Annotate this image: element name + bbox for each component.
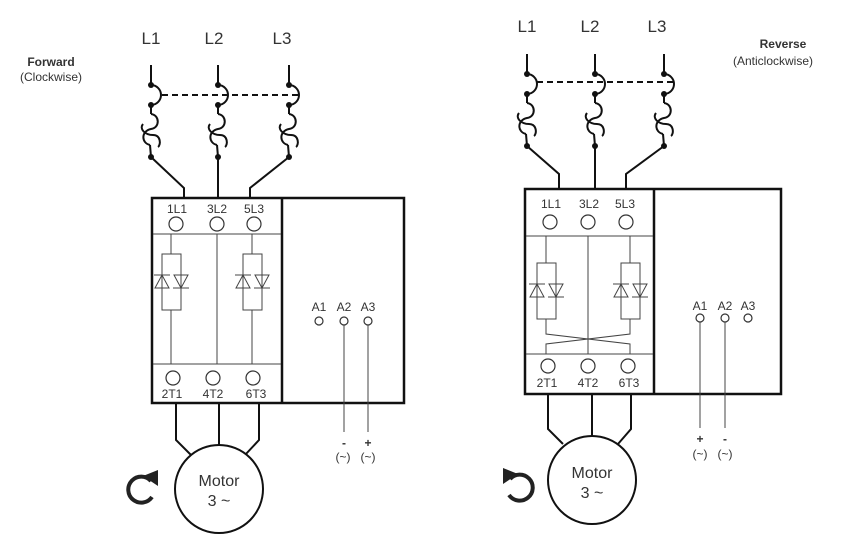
- line-label-l2: L2: [205, 29, 224, 48]
- terminal-a2-label: A2: [337, 300, 352, 314]
- line-label-l1: L1: [142, 29, 161, 48]
- terminal-2t1-label: 2T1: [537, 376, 558, 390]
- reverse-subtitle: (Anticlockwise): [733, 54, 813, 68]
- protection-l1: [140, 64, 162, 161]
- crossover-wire-2: [545, 319, 631, 354]
- protection-l2: [584, 53, 606, 150]
- terminal-6t3-label: 6T3: [246, 387, 267, 401]
- soft-starter-box: [150, 196, 406, 405]
- terminal-a1: [314, 316, 324, 326]
- reverse-title: Reverse: [760, 37, 807, 51]
- forward-subtitle: (Clockwise): [20, 70, 82, 84]
- terminal-5l3: [246, 216, 262, 232]
- terminal-6t3-label: 6T3: [619, 376, 640, 390]
- forward-diagram: Forward (Clockwise) L1 L2 L3 1L1 3L2 5L3: [20, 29, 406, 534]
- line-label-l3: L3: [648, 17, 667, 36]
- terminal-1l1-label: 1L1: [541, 197, 561, 211]
- polarity-a2: -: [723, 432, 727, 446]
- terminal-5l3-label: 5L3: [244, 202, 264, 216]
- thyristor-pair-l1: [528, 262, 565, 320]
- terminal-1l1: [542, 214, 558, 230]
- polarity-a3: +: [364, 436, 371, 450]
- thyristor-pair-l3: [612, 262, 649, 320]
- terminal-1l1-label: 1L1: [167, 202, 187, 216]
- terminal-a3-label: A3: [361, 300, 376, 314]
- terminal-a1-label: A1: [693, 299, 708, 313]
- feed-wire-l1: [526, 145, 560, 189]
- protection-l3: [278, 64, 300, 161]
- terminal-a2: [339, 316, 349, 326]
- ac-a3: (~): [361, 450, 376, 464]
- motor-label: Motor: [199, 473, 241, 490]
- terminal-4t2: [580, 358, 596, 374]
- motor-wire-w: [244, 403, 260, 456]
- thyristor-pair-l3: [234, 253, 271, 311]
- forward-title: Forward: [27, 55, 74, 69]
- terminal-a2-label: A2: [718, 299, 733, 313]
- thyristor-pair-l1: [153, 253, 190, 311]
- ac-a2: (~): [336, 450, 351, 464]
- terminal-3l2-label: 3L2: [579, 197, 599, 211]
- feed-wire-l3: [625, 145, 665, 189]
- terminal-a3-label: A3: [741, 299, 756, 313]
- terminal-1l1: [168, 216, 184, 232]
- terminal-4t2-label: 4T2: [203, 387, 224, 401]
- terminal-2t1: [165, 370, 181, 386]
- terminal-3l2-label: 3L2: [207, 202, 227, 216]
- terminal-a1-label: A1: [312, 300, 327, 314]
- terminal-a3: [363, 316, 373, 326]
- protection-l3: [653, 53, 675, 150]
- terminal-a3: [743, 313, 753, 323]
- terminal-2t1: [540, 358, 556, 374]
- motor-wire-u: [547, 394, 564, 445]
- terminal-3l2: [580, 214, 596, 230]
- terminal-4t2: [205, 370, 221, 386]
- motor-circle: [547, 435, 637, 525]
- line-label-l1: L1: [518, 17, 537, 36]
- line-label-l3: L3: [273, 29, 292, 48]
- terminal-6t3: [245, 370, 261, 386]
- rotate-clockwise-icon: [126, 470, 158, 505]
- feed-wire-l3: [249, 156, 290, 198]
- polarity-a2: -: [342, 436, 346, 450]
- protection-l1: [516, 53, 538, 150]
- terminal-5l3-label: 5L3: [615, 197, 635, 211]
- motor-wire-u: [175, 403, 192, 456]
- polarity-a1: +: [696, 432, 703, 446]
- terminal-5l3: [618, 214, 634, 230]
- motor-phase: 3 ~: [208, 493, 231, 510]
- terminal-3l2: [209, 216, 225, 232]
- feed-wire-l1: [150, 156, 185, 198]
- terminal-6t3: [620, 358, 636, 374]
- line-label-l2: L2: [581, 17, 600, 36]
- terminal-a1: [695, 313, 705, 323]
- protection-l2: [207, 64, 229, 161]
- terminal-2t1-label: 2T1: [162, 387, 183, 401]
- terminal-a2: [720, 313, 730, 323]
- ac-a1: (~): [693, 447, 708, 461]
- motor-wire-w: [617, 394, 632, 445]
- motor-circle: [174, 444, 264, 534]
- rotate-anticlockwise-icon: [503, 468, 535, 503]
- motor-label: Motor: [572, 465, 614, 482]
- motor-phase: 3 ~: [581, 485, 604, 502]
- terminal-4t2-label: 4T2: [578, 376, 599, 390]
- ac-a2: (~): [718, 447, 733, 461]
- reverse-diagram: Reverse (Anticlockwise) L1 L2 L3 1L1 3L2…: [503, 17, 813, 525]
